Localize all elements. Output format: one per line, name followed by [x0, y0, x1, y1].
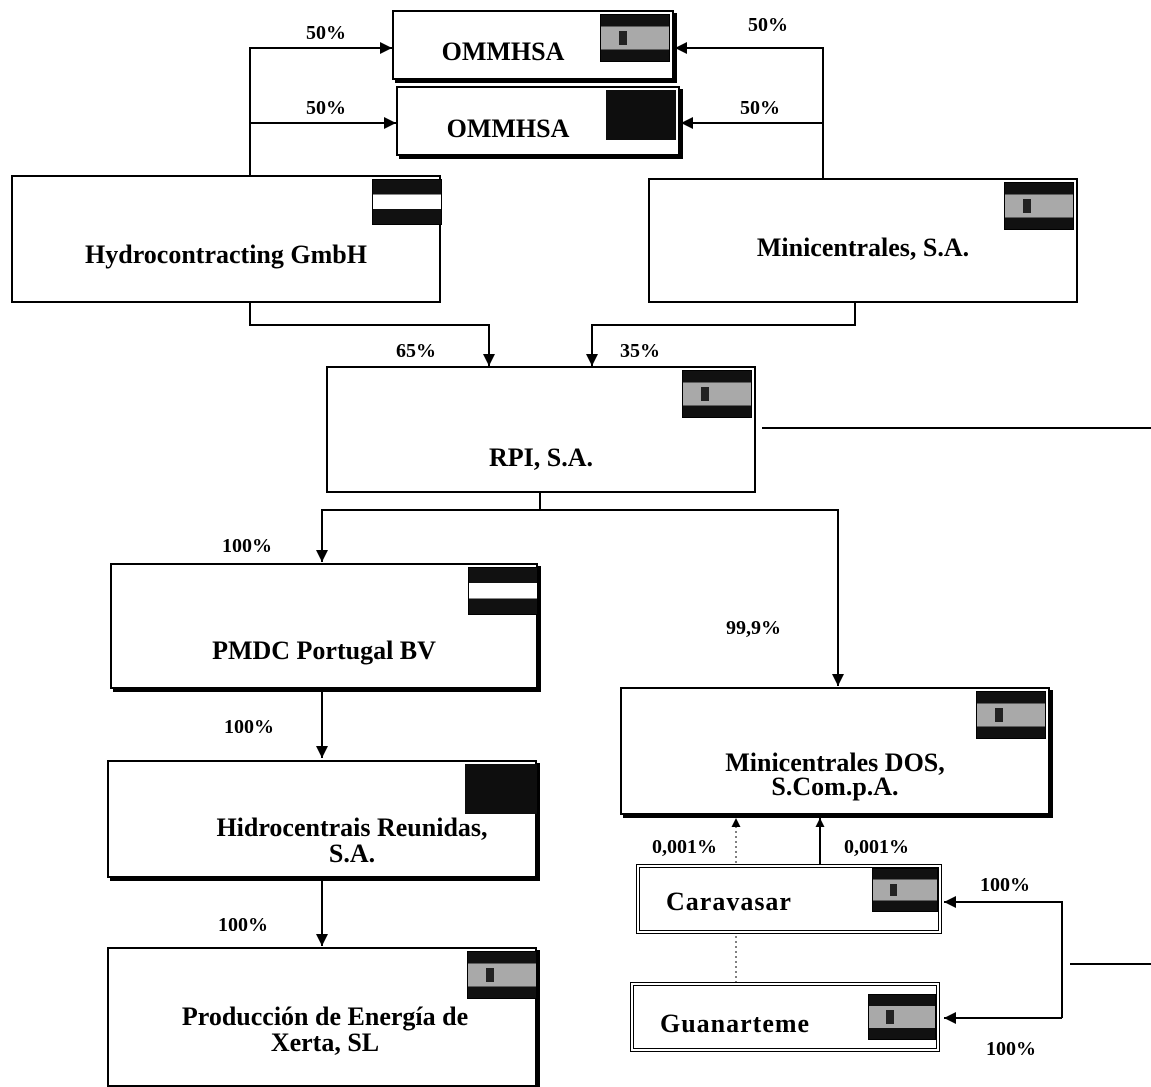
rpi-to-pmdc-arrow — [316, 492, 541, 562]
pct-hidro-xerta: 100% — [218, 914, 268, 936]
dark-flag-icon — [606, 90, 676, 140]
ommhsa-2-label: OMMHSA — [446, 114, 570, 143]
hidrocentrais-box: Hidrocentrais Reunidas, S.A. — [107, 760, 537, 878]
guanarteme-label: Guanarteme — [660, 1009, 811, 1038]
spain-flag-icon — [600, 14, 670, 62]
mini-to-ommhsa1-arrow — [675, 42, 824, 178]
pct-pmdc-hidro: 100% — [224, 716, 274, 738]
pmdc-label: PMDC Portugal BV — [212, 636, 436, 665]
rpi-to-dos-arrow — [540, 509, 844, 686]
guanarteme-box: Guanarteme — [630, 982, 940, 1052]
portugal-flag-icon — [465, 764, 537, 814]
hidrocentrais-label-line1: Hidrocentrais Reunidas, — [216, 813, 488, 842]
minicentrales-label: Minicentrales, S.A. — [756, 233, 970, 262]
pct-mini-ommhsa1: 50% — [748, 14, 788, 36]
xerta-label-line1: Producción de Energía de — [181, 1002, 469, 1031]
ommhsa-1-label: OMMHSA — [441, 37, 565, 66]
ommhsa-box-2: OMMHSA — [396, 86, 680, 156]
pct-caravasar-dos: 0,001% — [844, 836, 909, 858]
spain-flag-icon — [467, 951, 537, 999]
spain-flag-icon — [682, 370, 752, 418]
pct-mini-ommhsa2: 50% — [740, 97, 780, 119]
rpi-label: RPI, S.A. — [488, 443, 593, 472]
pct-hydro-ommhsa1: 50% — [306, 22, 346, 44]
pct-mini-rpi: 35% — [620, 340, 660, 362]
pct-hydro-ommhsa2: 50% — [306, 97, 346, 119]
spain-flag-icon — [872, 868, 938, 912]
feeder-to-caravasar-arrow — [944, 896, 1063, 1018]
netherlands-flag-icon — [468, 567, 538, 615]
caravasar-label: Caravasar — [666, 887, 792, 916]
austria-flag-icon — [372, 179, 442, 225]
minicentrales-dos-box: Minicentrales DOS, S.Com.p.A. — [620, 687, 1050, 815]
pct-rpi-dos: 99,9% — [726, 617, 781, 639]
xerta-box: Producción de Energía de Xerta, SL — [107, 947, 537, 1087]
spain-flag-icon — [1004, 182, 1074, 230]
ommhsa-box-1: OMMHSA — [392, 10, 674, 80]
rpi-box: RPI, S.A. — [326, 366, 756, 493]
caravasar-box: Caravasar — [636, 864, 942, 934]
minicentrales-dos-label-line2: S.Com.p.A. — [771, 772, 899, 801]
pct-rpi-pmdc: 100% — [222, 535, 272, 557]
xerta-label-line2: Xerta, SL — [270, 1028, 380, 1057]
pct-hydro-rpi: 65% — [396, 340, 436, 362]
spain-flag-icon — [868, 994, 936, 1040]
hydrocontracting-label: Hydrocontracting GmbH — [85, 240, 367, 269]
pct-guanarteme-dos: 0,001% — [652, 836, 717, 858]
pct-to-guanarteme: 100% — [986, 1038, 1036, 1060]
pct-to-caravasar: 100% — [980, 874, 1030, 896]
minicentrales-box: Minicentrales, S.A. — [648, 178, 1078, 303]
hydro-to-ommhsa1-arrow — [249, 42, 392, 175]
pmdc-box: PMDC Portugal BV — [110, 563, 538, 689]
hidrocentrais-label-line2: S.A. — [328, 839, 376, 868]
minicentrales-dos-label-line1: Minicentrales DOS, — [725, 748, 945, 777]
hydro-to-rpi-arrow — [249, 302, 495, 366]
hydrocontracting-box: Hydrocontracting GmbH — [11, 175, 442, 303]
mini-to-rpi-arrow — [586, 302, 856, 366]
spain-flag-icon — [976, 691, 1046, 739]
